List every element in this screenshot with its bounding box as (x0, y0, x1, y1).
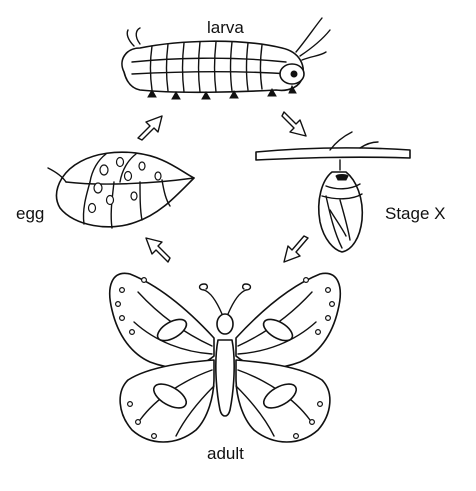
stage-x-label: Stage X (385, 204, 446, 223)
arrow-larva-to-stage-x (281, 111, 307, 137)
larva-illustration (121, 17, 331, 100)
egg-label: egg (16, 204, 45, 223)
larva-label: larva (207, 18, 244, 37)
arrow-adult-to-egg (145, 237, 171, 263)
adult-label: adult (207, 444, 244, 463)
egg-illustration (47, 151, 195, 229)
stage-x-illustration (255, 131, 411, 253)
adult-illustration (108, 272, 342, 443)
arrow-egg-to-larva (137, 115, 163, 141)
arrow-stage-x-to-adult (283, 235, 309, 263)
